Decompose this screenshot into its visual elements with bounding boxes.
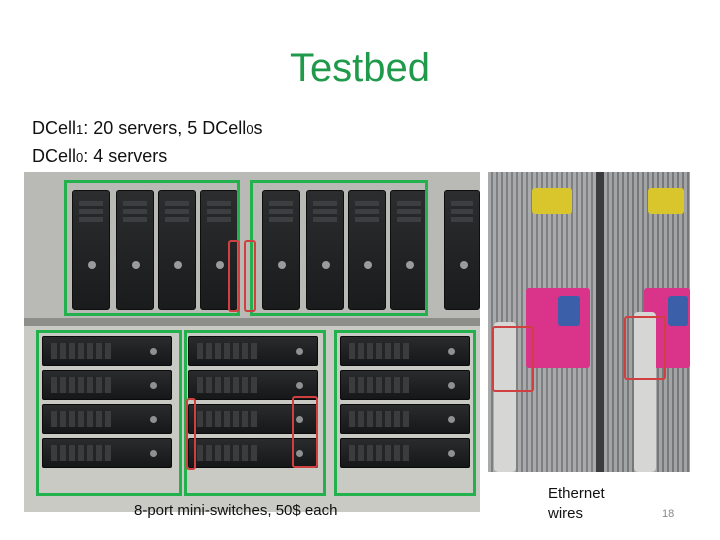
server-desktop — [340, 370, 470, 400]
server-tower — [348, 190, 386, 310]
dcell0-box — [334, 330, 476, 496]
dcell0-level: 0 — [76, 150, 84, 165]
server-tower — [262, 190, 300, 310]
dcell1-text-a: DCell — [32, 118, 77, 138]
dcell0-box — [250, 180, 428, 316]
server-tower — [444, 190, 480, 310]
audio-ports — [648, 188, 684, 214]
server-tower — [390, 190, 428, 310]
mini-switch-highlight — [228, 240, 240, 312]
dcell0-level-ref: 0 — [246, 122, 254, 137]
server-desktop — [42, 370, 172, 400]
server-tower — [306, 190, 344, 310]
dcell0-box — [64, 180, 240, 316]
ethernet-wires-caption-line1: Ethernet — [548, 485, 605, 502]
ethernet-wire-highlight — [492, 326, 534, 392]
mini-switch-highlight — [186, 398, 196, 470]
dcell1-description: DCell1: 20 servers, 5 DCell0s — [32, 118, 263, 139]
server-desktop — [340, 336, 470, 366]
dcell0-description: DCell0: 4 servers — [32, 146, 167, 167]
dcell1-text-c: s — [253, 118, 263, 138]
ethernet-wires-photo — [488, 172, 690, 472]
server-desktop — [188, 336, 318, 366]
slide-title: Testbed — [289, 46, 431, 90]
ethernet-wire-highlight — [624, 316, 666, 380]
ethernet-wires-caption: Ethernet wires — [548, 484, 605, 524]
server-tower — [158, 190, 196, 310]
dcell0-box — [184, 330, 326, 496]
audio-ports — [532, 188, 572, 214]
server-desktop — [188, 438, 318, 468]
server-desktop — [188, 370, 318, 400]
server-desktop — [42, 404, 172, 434]
ethernet-cable — [634, 312, 656, 472]
vga-port — [668, 296, 688, 326]
server-desktop — [340, 404, 470, 434]
ethernet-wires-caption-line2: wires — [548, 505, 584, 522]
dcell1-text-b: : 20 servers, 5 DCell — [83, 118, 247, 138]
mini-switch-caption: 8-port mini-switches, 50$ each — [134, 502, 338, 519]
server-tower — [116, 190, 154, 310]
dcell0-box — [36, 330, 182, 496]
vga-port — [558, 296, 580, 326]
ethernet-cable — [494, 322, 516, 472]
dcell0-text-a: DCell — [32, 146, 77, 166]
server-desktop — [188, 404, 318, 434]
server-desktop — [42, 438, 172, 468]
mini-switch-highlight — [244, 240, 256, 312]
slide-number: 18 — [662, 508, 675, 520]
dcell1-level: 1 — [76, 122, 84, 137]
server-desktop — [340, 438, 470, 468]
server-desktop — [42, 336, 172, 366]
dcell0-text-b: : 4 servers — [83, 146, 168, 166]
server-tower — [72, 190, 110, 310]
rack-shelf — [24, 318, 480, 326]
mini-switch-highlight — [292, 396, 318, 468]
